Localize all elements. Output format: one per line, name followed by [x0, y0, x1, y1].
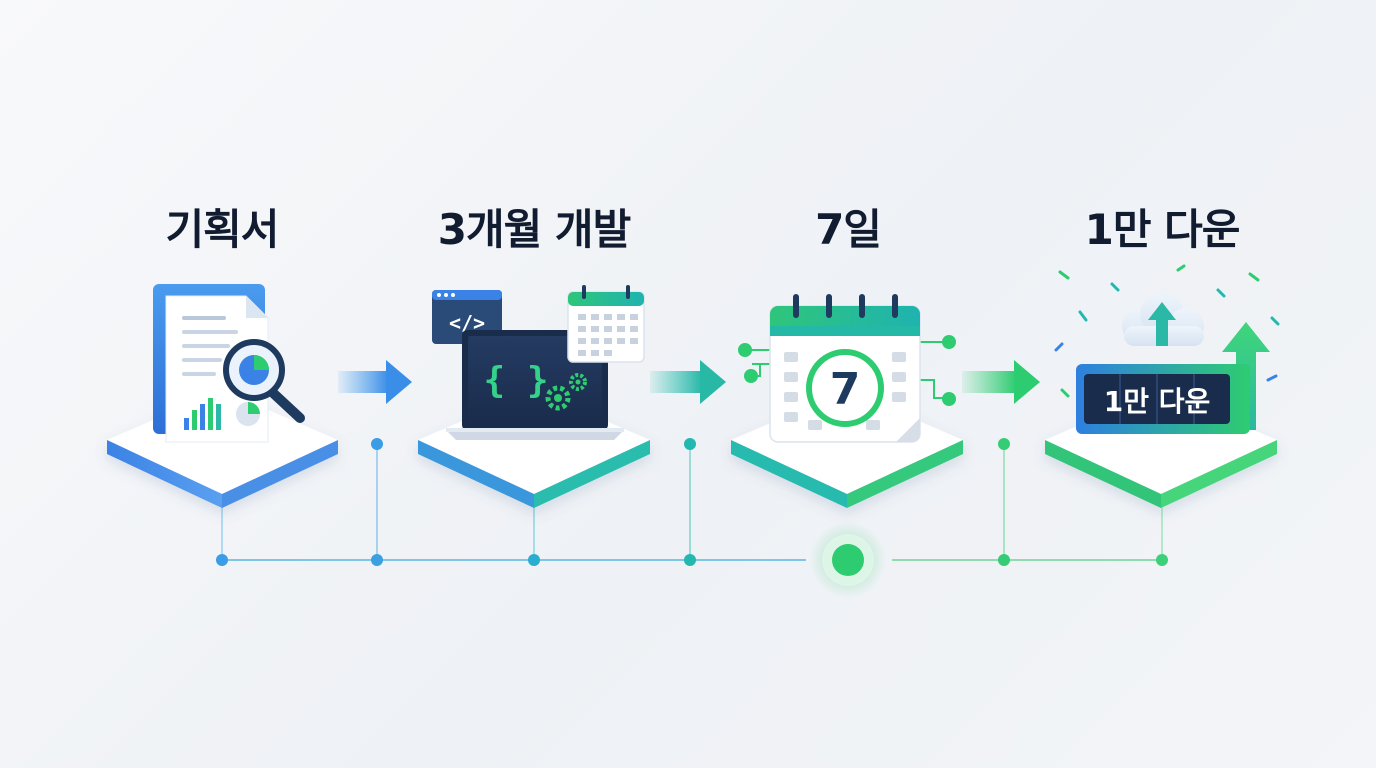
highlight-node [810, 522, 886, 598]
step-title-development: 3개월 개발 [437, 205, 631, 254]
flow-arrow [338, 360, 412, 404]
step-title-days: 7일 [815, 205, 882, 254]
flow-arrow [650, 360, 726, 404]
document-analysis-icon [153, 284, 305, 443]
code-braces: { } [483, 360, 548, 401]
timeline-node [684, 554, 696, 566]
step-title-plan: 기획서 [165, 205, 280, 254]
timeline-node [528, 554, 540, 566]
flow-arrow [962, 360, 1040, 404]
arrow-node [998, 438, 1010, 450]
timeline-node [1156, 554, 1168, 566]
step-title-downloads: 1만 다운 [1084, 205, 1241, 254]
arrow-node [684, 438, 696, 450]
download-growth-icon: 1만 다운 [1054, 264, 1280, 434]
timeline [216, 438, 1168, 598]
arrow-node [371, 438, 383, 450]
timeline-node [998, 554, 1010, 566]
calendar-7-icon: 7 [738, 294, 956, 443]
calendar-day: 7 [830, 364, 861, 415]
timeline-node [371, 554, 383, 566]
download-badge-label: 1만 다운 [1104, 385, 1211, 418]
laptop-code-calendar-icon: </> { } [432, 285, 645, 440]
timeline-node [216, 554, 228, 566]
